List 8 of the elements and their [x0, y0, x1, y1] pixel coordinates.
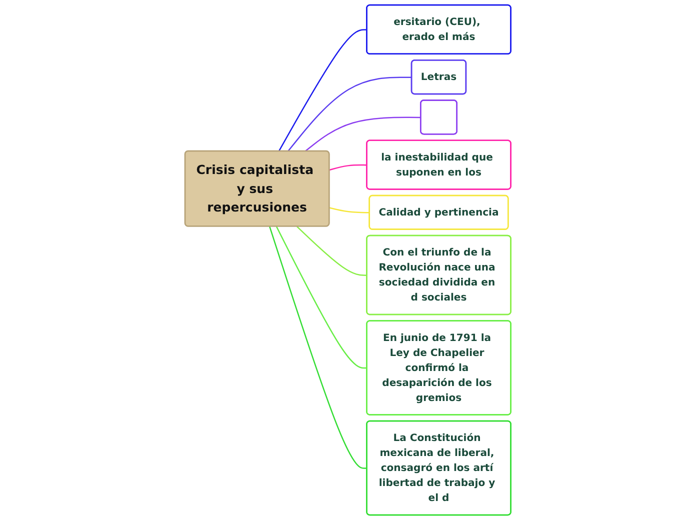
connector	[329, 207, 370, 214]
connector	[304, 116, 422, 152]
connector	[276, 226, 368, 369]
connector	[329, 164, 368, 171]
connector	[269, 226, 368, 469]
connector	[278, 29, 368, 152]
connector	[288, 76, 412, 152]
connector	[296, 226, 368, 276]
